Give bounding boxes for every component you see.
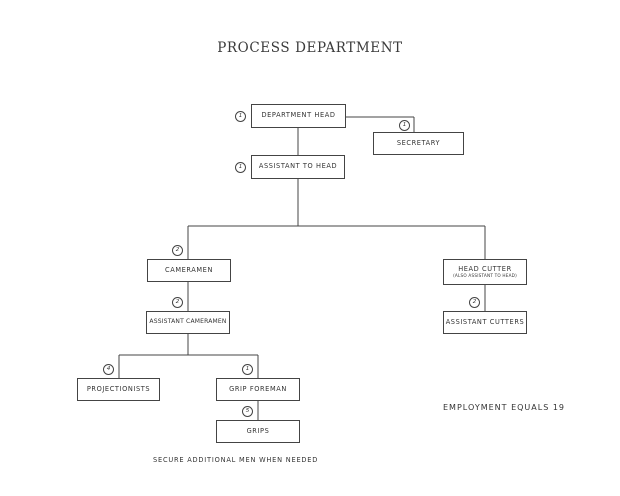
label-cameramen: CAMERAMEN [165, 265, 213, 274]
label-secretary: SECRETARY [396, 138, 441, 147]
label-assistant-cutters: ASSISTANT CUTTERS [445, 317, 525, 326]
label-grips: GRIPS [246, 426, 270, 435]
count-badge-projectionists: 4 [103, 364, 114, 375]
box-head-cutter[interactable]: HEAD CUTTER (ALSO ASSISTANT TO HEAD) [443, 259, 527, 285]
label-assistant-cameramen: ASSISTANT CAMERAMEN [149, 318, 227, 326]
label-department-head: DEPARTMENT HEAD [261, 111, 336, 120]
count-badge-assistant-to-head: 1 [235, 162, 246, 173]
box-assistant-to-head[interactable]: ASSISTANT TO HEAD [251, 155, 345, 179]
label-projectionists: PROJECTIONISTS [86, 384, 151, 393]
note-secure-additional-men: SECURE ADDITIONAL MEN WHEN NEEDED [153, 456, 319, 464]
count-badge-assistant-cutters: 2 [469, 297, 480, 308]
chart-title: PROCESS DEPARTMENT [217, 40, 403, 56]
box-assistant-cameramen[interactable]: ASSISTANT CAMERAMEN [146, 311, 230, 334]
box-projectionists[interactable]: PROJECTIONISTS [77, 378, 160, 401]
box-grips[interactable]: GRIPS [216, 420, 300, 443]
label-head-cutter: HEAD CUTTER [458, 264, 512, 273]
count-badge-cameramen: 2 [172, 245, 183, 256]
box-assistant-cutters[interactable]: ASSISTANT CUTTERS [443, 311, 527, 334]
box-department-head[interactable]: DEPARTMENT HEAD [251, 104, 346, 128]
box-secretary[interactable]: SECRETARY [373, 132, 464, 155]
count-badge-secretary: 1 [399, 120, 410, 131]
employment-total: EMPLOYMENT EQUALS 19 [443, 403, 566, 412]
sublabel-head-cutter: (ALSO ASSISTANT TO HEAD) [453, 272, 517, 278]
box-cameramen[interactable]: CAMERAMEN [147, 259, 231, 282]
count-badge-grips: 5 [242, 406, 253, 417]
count-badge-department-head: 1 [235, 111, 246, 122]
count-badge-grip-foreman: 1 [242, 364, 253, 375]
label-assistant-to-head: ASSISTANT TO HEAD [258, 162, 338, 171]
count-badge-assistant-cameramen: 2 [172, 297, 183, 308]
label-grip-foreman: GRIP FOREMAN [229, 384, 287, 393]
box-grip-foreman[interactable]: GRIP FOREMAN [216, 378, 300, 401]
